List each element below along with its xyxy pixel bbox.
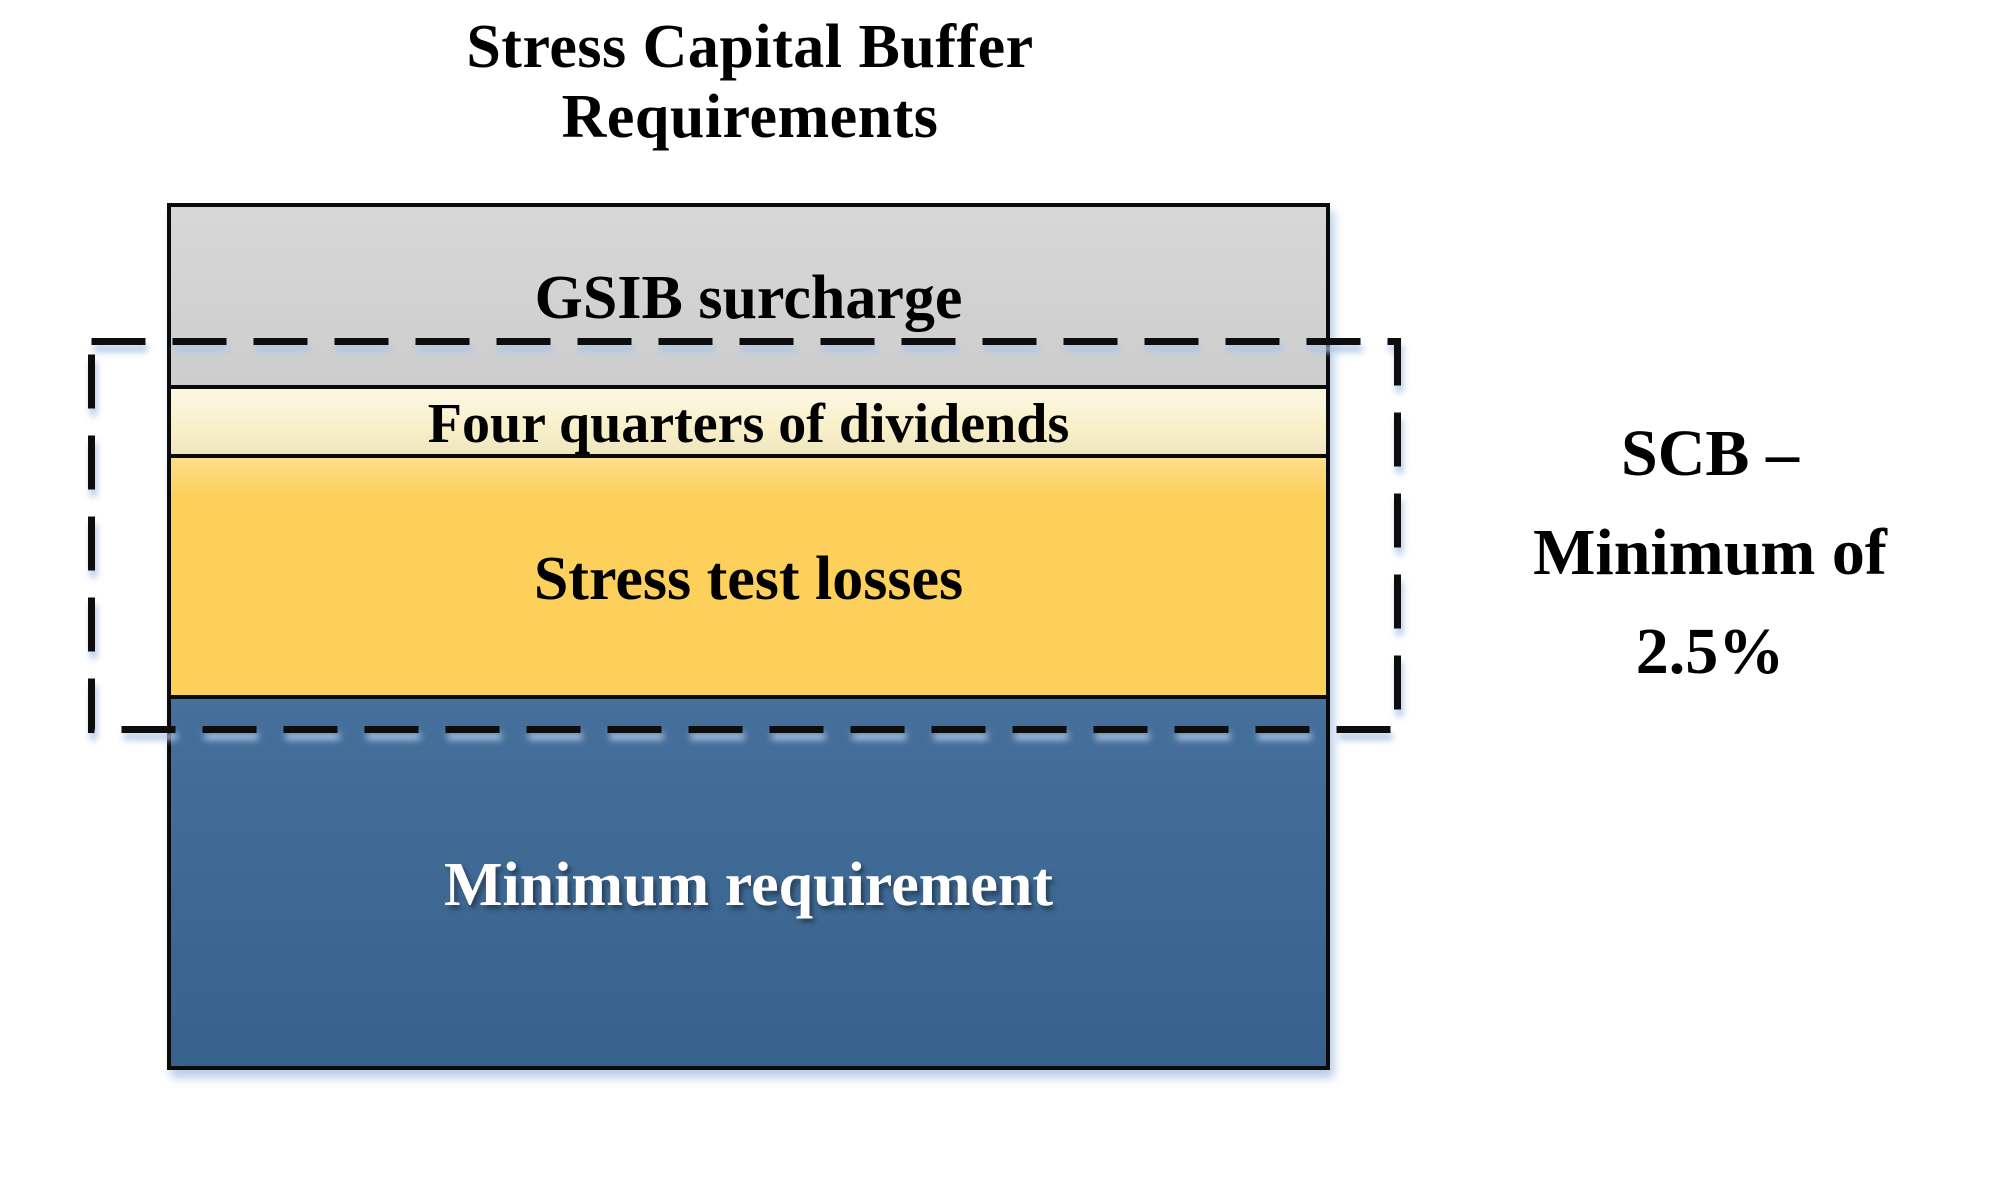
segment-label: GSIB surcharge: [534, 264, 963, 332]
scb-annotation: SCB – Minimum of 2.5%: [1470, 404, 1950, 701]
segment-stress-test-losses: Stress test losses: [171, 454, 1326, 695]
scb-annotation-line-1: SCB –: [1621, 417, 1799, 490]
title-line-2: Requirements: [561, 83, 939, 152]
capital-stack: GSIB surcharge Four quarters of dividend…: [167, 203, 1330, 1070]
scb-annotation-line-2: Minimum of: [1533, 516, 1887, 589]
segment-label: Stress test losses: [533, 544, 964, 613]
segment-gsib-surcharge: GSIB surcharge: [171, 207, 1326, 385]
scb-annotation-line-3: 2.5%: [1635, 615, 1785, 688]
title-line-1: Stress Capital Buffer: [466, 13, 1034, 81]
segment-label: Four quarters of dividends: [427, 392, 1070, 455]
segment-label: Minimum requirement: [443, 850, 1054, 919]
segment-four-quarters-of-dividends: Four quarters of dividends: [171, 385, 1326, 454]
diagram-title: Stress Capital Buffer Requirements: [170, 12, 1330, 152]
segment-minimum-requirement: Minimum requirement: [171, 695, 1326, 1066]
